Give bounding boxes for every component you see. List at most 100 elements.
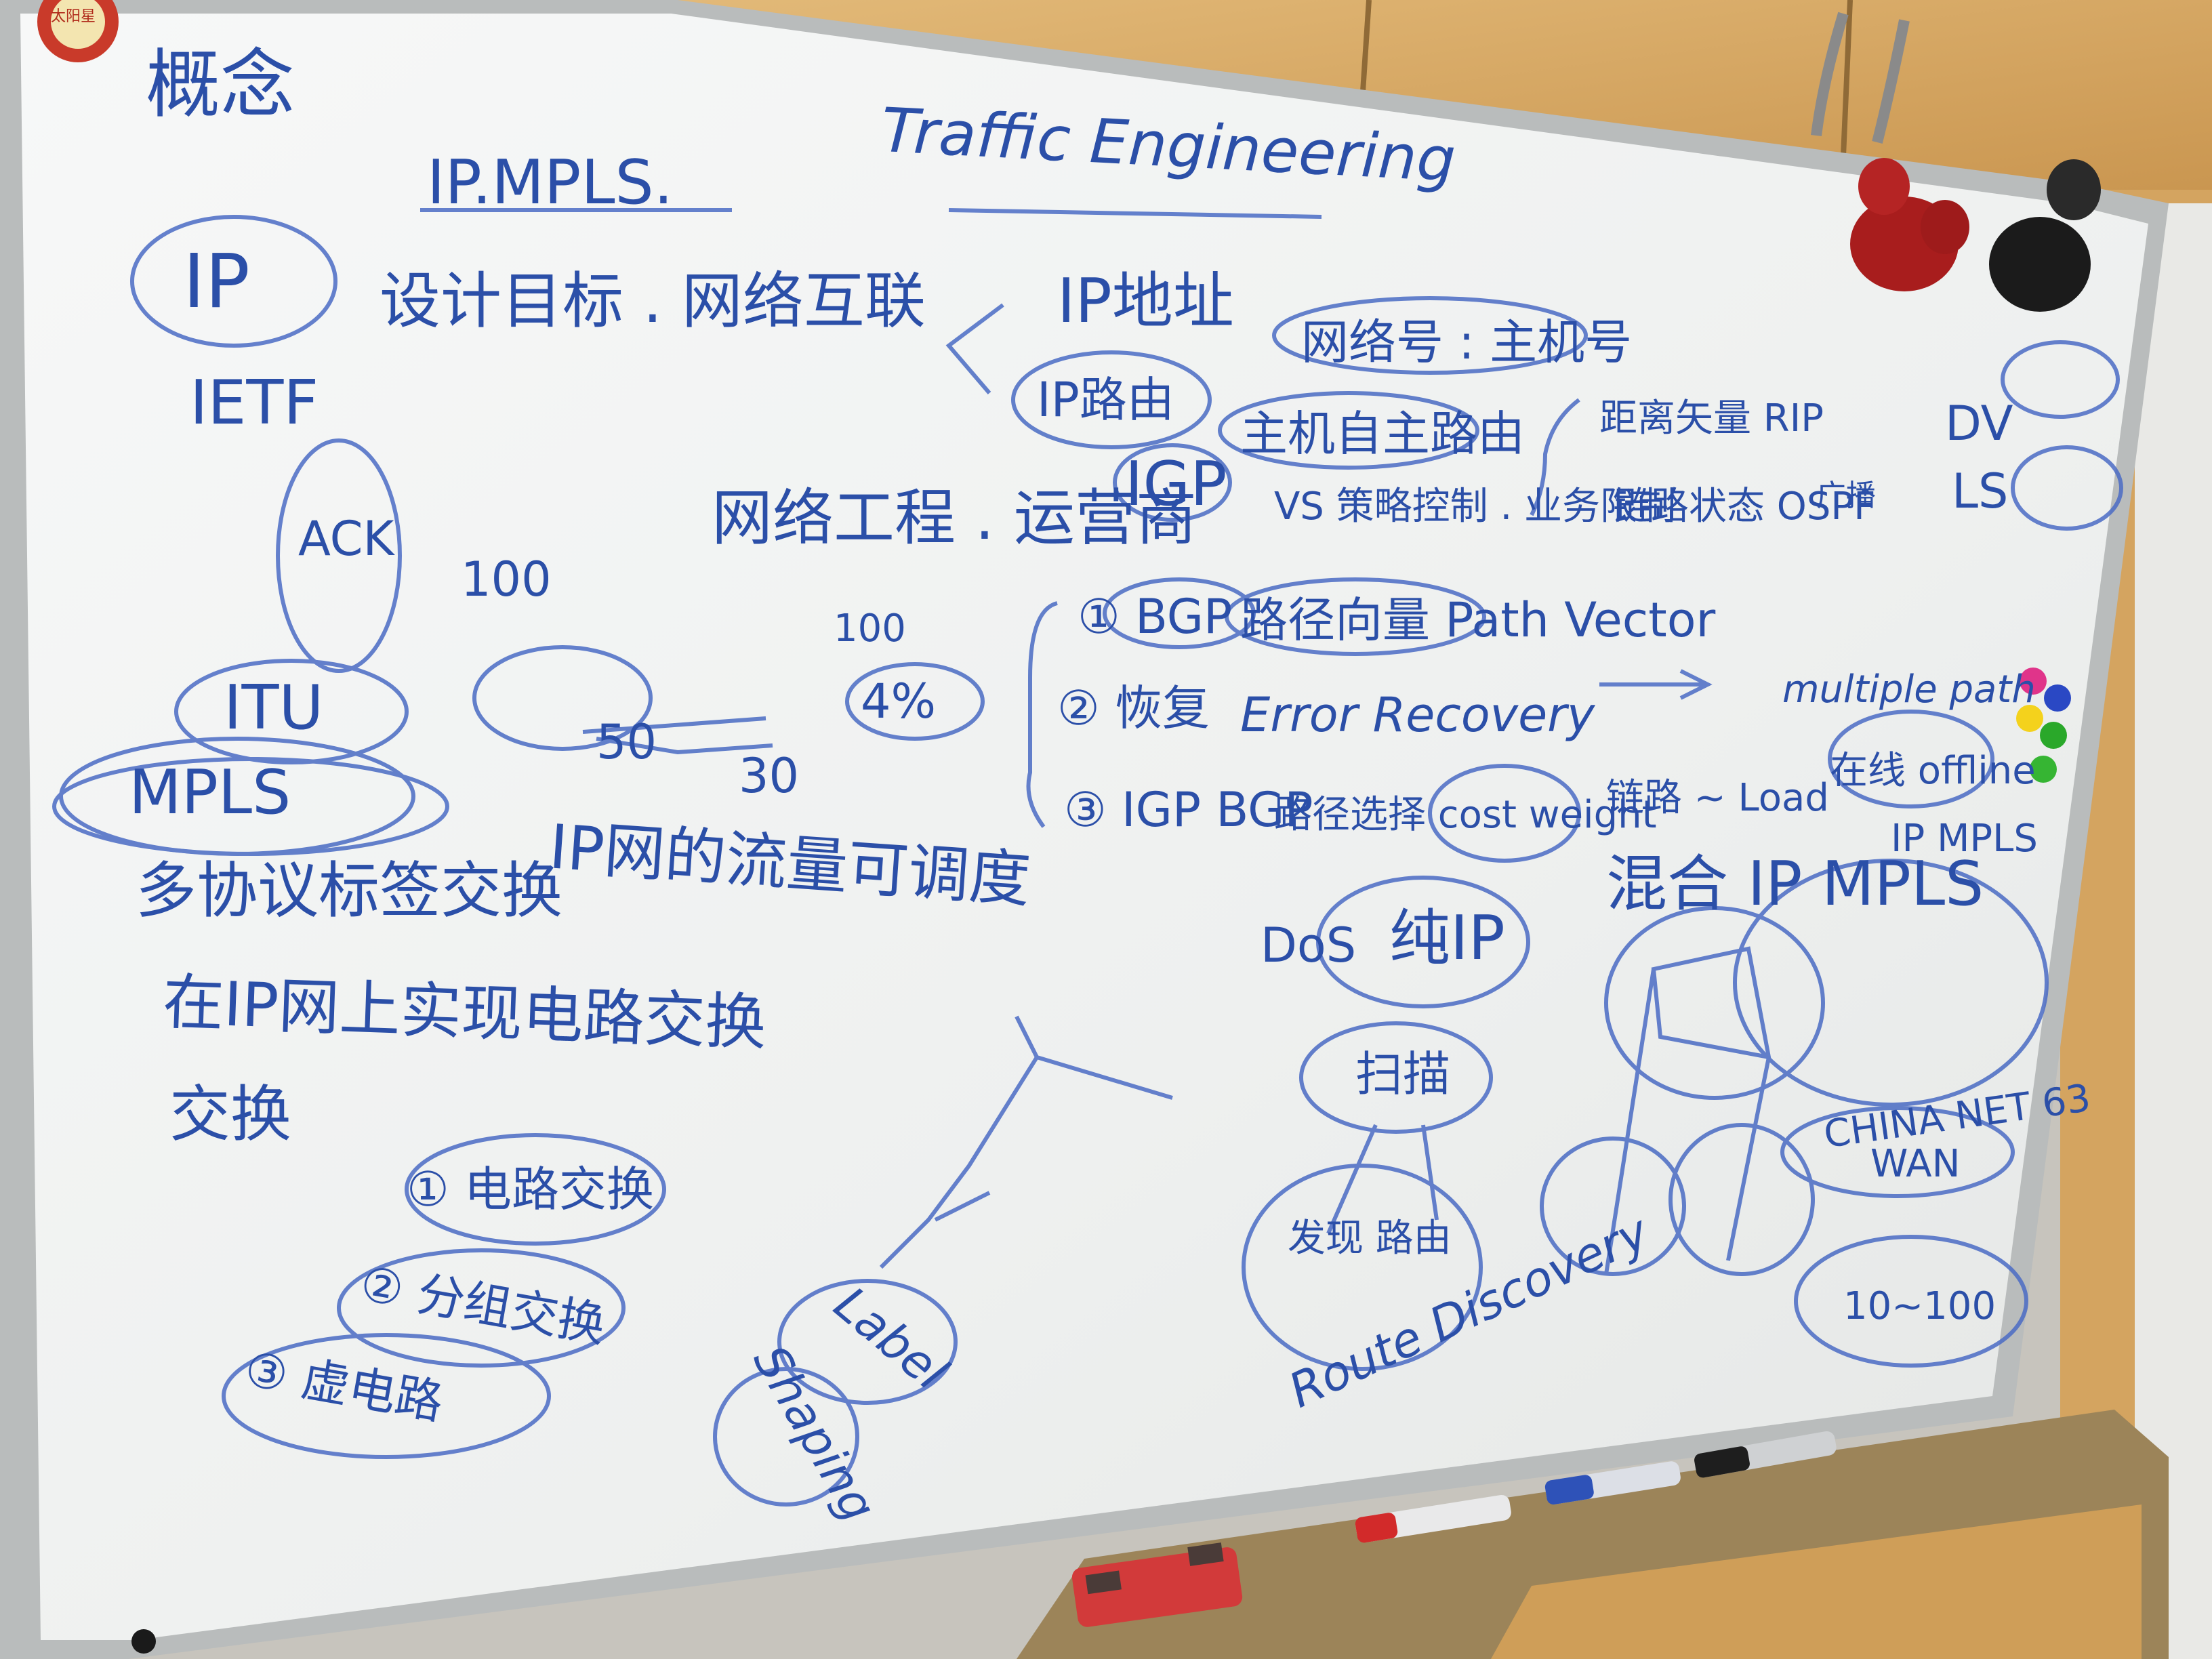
left-ip-goal: 设计目标 . 网络互联 bbox=[380, 266, 926, 337]
eraser bbox=[1071, 1542, 1243, 1627]
middle-pure-ip: 纯IP bbox=[1389, 903, 1505, 974]
circle-4pct bbox=[845, 662, 985, 741]
left-item1: ① 电路交换 bbox=[407, 1162, 655, 1217]
right-ls: LS bbox=[1952, 464, 2009, 519]
left-mpls: MPLS bbox=[129, 757, 291, 828]
circle-host bbox=[1218, 391, 1479, 470]
circle-right-block bbox=[1733, 859, 2049, 1107]
left-item3: ③ 虚电路 bbox=[241, 1341, 447, 1431]
middle-recovery-desc: Error Recovery bbox=[1240, 687, 1595, 743]
right-online: 在线 offline bbox=[1830, 749, 2036, 793]
left-item2: ② 分组交换 bbox=[356, 1255, 610, 1354]
middle-network-id: 网络号 : 主机号 bbox=[1301, 314, 1633, 370]
route-diagram bbox=[879, 1015, 1173, 1269]
circle-node-left bbox=[1540, 1136, 1686, 1276]
circle-strike bbox=[472, 645, 653, 751]
middle-vs: VS 策略控制 . 业务限制 bbox=[1274, 485, 1677, 529]
arrow-cost bbox=[1599, 669, 1713, 700]
right-dv: DV bbox=[1945, 396, 2013, 451]
right-broadcast: 广播 bbox=[1816, 478, 1876, 513]
desk-cabinet bbox=[1491, 1504, 2142, 1659]
middle-igp-bgp-label: ③ IGP BGP bbox=[1064, 782, 1313, 838]
circle-dv bbox=[2001, 340, 2120, 419]
magnet-green bbox=[2040, 722, 2067, 749]
right-rip: 距离矢量 RIP bbox=[1599, 396, 1824, 441]
middle-scan: 扫描 bbox=[1355, 1046, 1450, 1102]
node-c: 30 bbox=[739, 748, 800, 804]
right-ospf: 链路状态 OSPF bbox=[1613, 485, 1876, 529]
left-exchange: 交换 bbox=[169, 1079, 291, 1150]
title-traffic-engineering: Traffic Engineering bbox=[879, 94, 1458, 197]
circle-scan bbox=[1299, 1021, 1493, 1134]
marker-black bbox=[1694, 1431, 1837, 1478]
bracket-igp bbox=[1530, 398, 1580, 516]
marker-blue bbox=[1544, 1461, 1681, 1504]
node-d: 100 bbox=[834, 607, 906, 651]
middle-recovery-label: ② 恢复 bbox=[1057, 680, 1210, 736]
circle-node-right bbox=[1668, 1123, 1815, 1276]
board-surface bbox=[20, 14, 2148, 1640]
middle-bgp-desc: 路径向量 Path Vector bbox=[1240, 592, 1716, 648]
middle-host: 主机自主路由 bbox=[1240, 406, 1525, 462]
circle-item1 bbox=[405, 1133, 666, 1246]
circle-pure-ip bbox=[1316, 876, 1530, 1008]
middle-discovery-cn: 发现 路由 bbox=[1288, 1216, 1452, 1261]
magnet-blue bbox=[2044, 684, 2071, 712]
left-mpls-line2: 在IP网上实现电路交换 bbox=[161, 966, 768, 1059]
circle-shaping bbox=[713, 1367, 859, 1507]
middle-ip-controllable: IP网的流量可调度 bbox=[547, 811, 1033, 916]
heading-cn: 概念 bbox=[146, 41, 295, 128]
left-ip: IP bbox=[183, 238, 250, 325]
left-mpls-line1: 多协议标签交换 bbox=[136, 855, 562, 926]
right-hundred: 10~100 bbox=[1843, 1284, 1996, 1328]
middle-label: Label bbox=[823, 1275, 958, 1401]
magnet-pink bbox=[2020, 668, 2047, 695]
right-mix: 混合 IP MPLS bbox=[1606, 848, 1984, 920]
middle-igp: IGP bbox=[1125, 449, 1227, 520]
diagram-mix-lines bbox=[1604, 946, 1771, 1275]
circle-chinanet bbox=[1780, 1106, 2015, 1198]
corner-logo-text: 太阳星 bbox=[51, 8, 96, 25]
cabinet-seam bbox=[1841, 0, 1853, 157]
corner-logo bbox=[37, 0, 119, 62]
right-multiple: multiple path bbox=[1782, 668, 2036, 712]
middle-quality: 网络工程 . 运营商 bbox=[712, 483, 1197, 554]
arrow-50-30 bbox=[596, 737, 773, 755]
right-wan: WAN bbox=[1870, 1142, 1961, 1186]
circle-ls bbox=[2011, 445, 2123, 531]
node-e: 4% bbox=[861, 674, 937, 729]
magnet-black bbox=[1989, 159, 2101, 312]
middle-bgp-label: ① BGP bbox=[1078, 589, 1233, 644]
cabinet-seam bbox=[1359, 0, 1372, 102]
circle-discovery bbox=[1242, 1164, 1483, 1371]
circle-ip bbox=[130, 215, 337, 348]
circle-ack bbox=[276, 438, 402, 673]
right-load: 链路 ~ Load bbox=[1606, 776, 1829, 820]
arrow-ip-route bbox=[945, 303, 1004, 394]
right-mpls: IP MPLS bbox=[1891, 817, 2038, 861]
magnet-yellow bbox=[2016, 705, 2043, 732]
arrow-100 bbox=[582, 716, 766, 734]
middle-shaping: Shaping bbox=[742, 1336, 887, 1531]
middle-dos: DoS bbox=[1261, 918, 1357, 973]
marker-red bbox=[1355, 1494, 1511, 1543]
underline-title bbox=[948, 208, 1322, 219]
left-ietf: IETF bbox=[190, 367, 319, 438]
wall-right bbox=[2135, 203, 2212, 1659]
circle-path-vector bbox=[1225, 577, 1486, 656]
circle-cost bbox=[1428, 764, 1581, 863]
circle-itu bbox=[174, 659, 409, 764]
circle-item2 bbox=[337, 1248, 626, 1368]
middle-ip-route: IP路由 bbox=[1037, 372, 1174, 428]
cabinet-handle bbox=[1872, 19, 1910, 144]
circle-mix-top bbox=[1604, 906, 1825, 1100]
node-a: 100 bbox=[461, 552, 552, 607]
topic: IP.MPLS. bbox=[427, 147, 674, 218]
diagram-scan-lines bbox=[1326, 1124, 1439, 1235]
circle-bgp bbox=[1103, 577, 1256, 649]
node-b: 50 bbox=[596, 714, 657, 770]
circle-network-id bbox=[1272, 296, 1588, 375]
circle-hundred bbox=[1794, 1235, 2028, 1368]
